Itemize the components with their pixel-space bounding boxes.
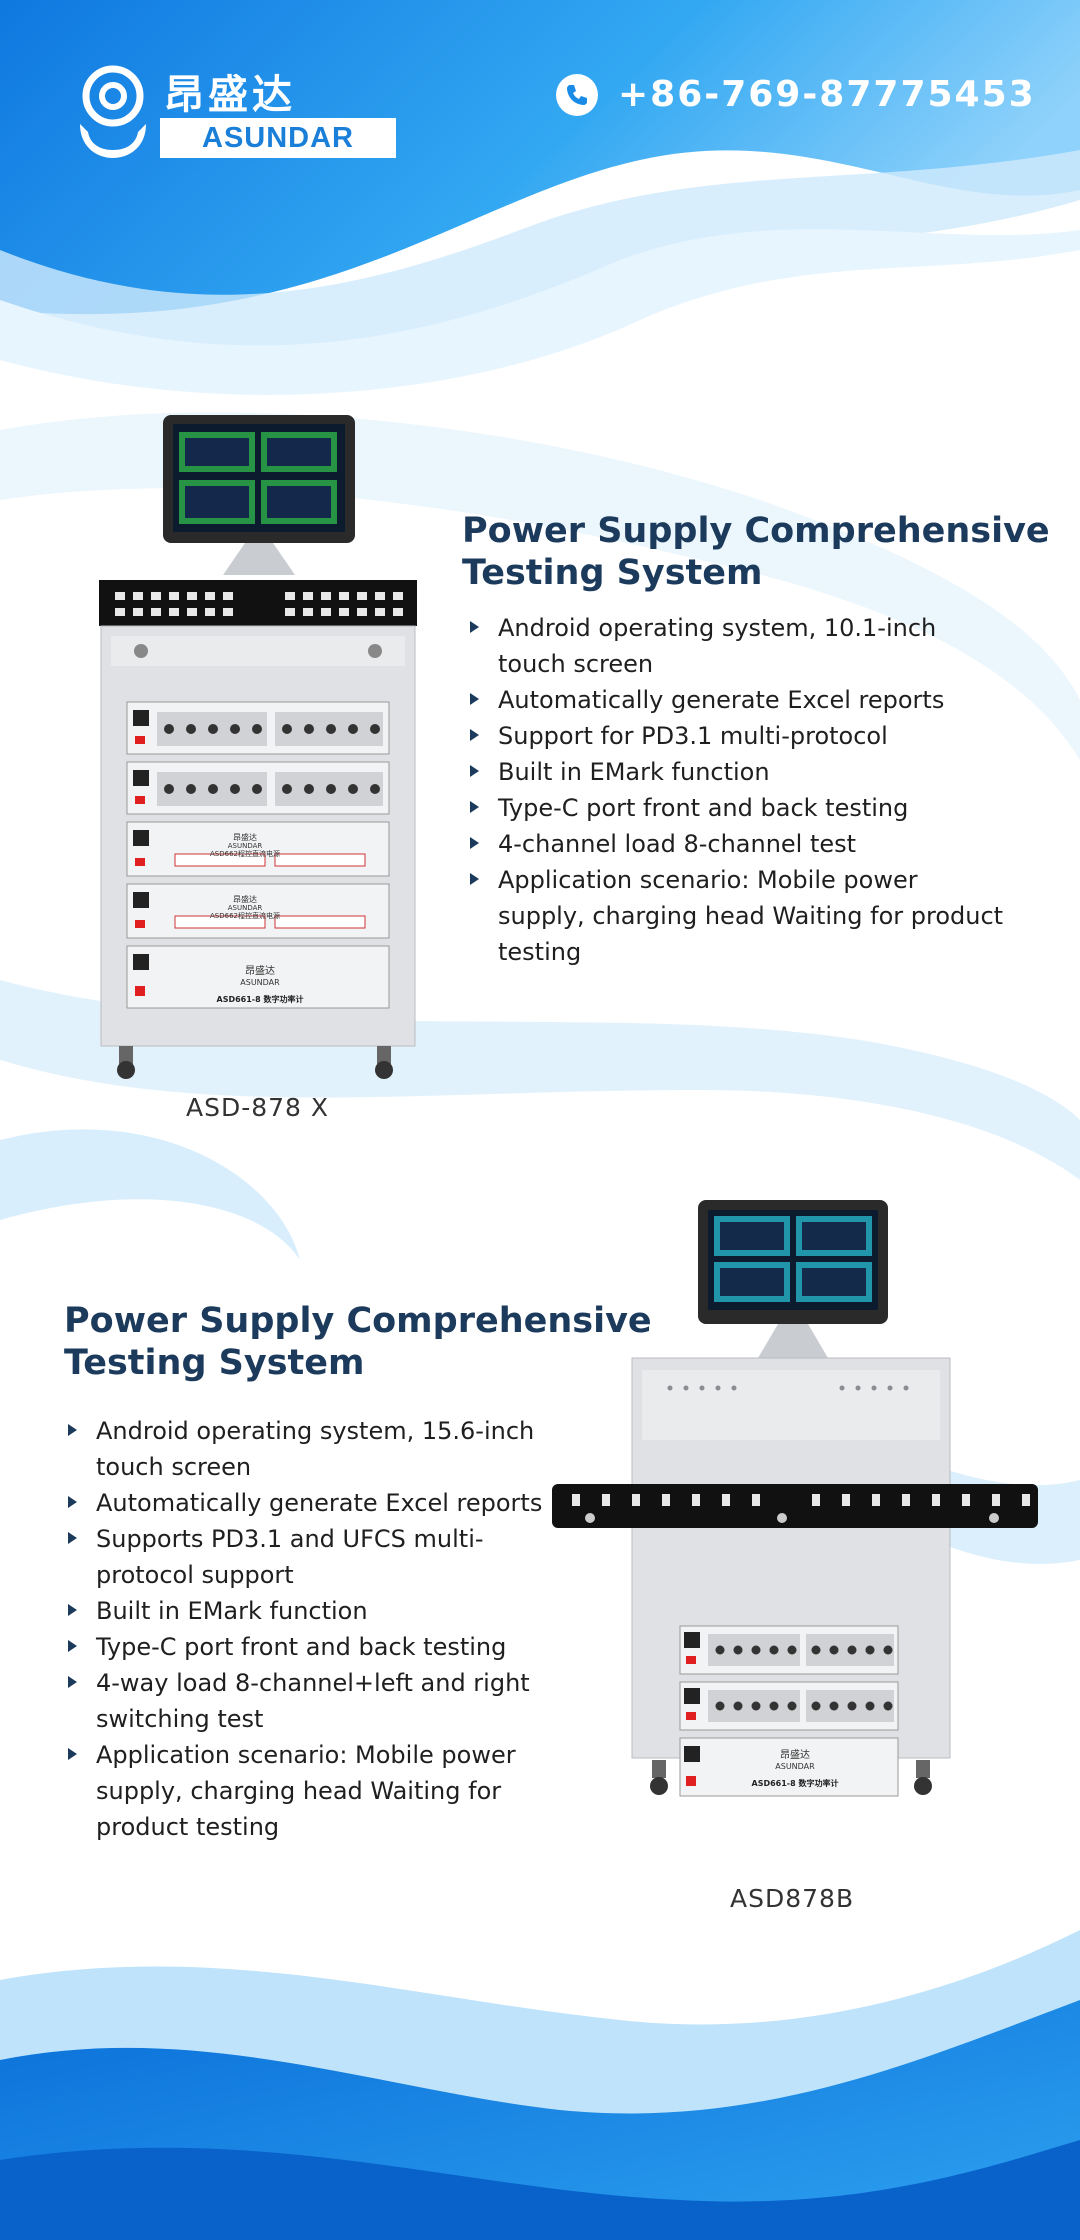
unit-label-cn: 昂盛达 xyxy=(780,1748,810,1761)
feature-item: Built in EMark function xyxy=(464,754,1004,790)
feature-item: Automatically generate Excel reports xyxy=(62,1485,567,1521)
product-image-asd-878x: 昂盛达 ASUNDAR ASD662程控直流电源 昂盛达 ASUNDAR ASD… xyxy=(99,415,417,1079)
unit-label-cn: 昂盛达 xyxy=(245,964,275,977)
feature-item: Application scenario: Mobile power suppl… xyxy=(464,862,1004,970)
product-title-line2: Testing System xyxy=(462,553,763,593)
unit-label-en: ASUNDAR xyxy=(775,1762,815,1771)
model-name: ASD-878 X xyxy=(186,1093,330,1122)
unit-label-en: ASUNDAR xyxy=(228,904,263,912)
product-title-line2: Testing System xyxy=(64,1343,365,1383)
product-title-line1: Power Supply Comprehensive xyxy=(64,1301,652,1341)
feature-item: 4-channel load 8-channel test xyxy=(464,826,1004,862)
feature-item: 4-way load 8-channel+left and right swit… xyxy=(62,1665,567,1737)
feature-item: Android operating system, 15.6-inch touc… xyxy=(62,1413,567,1485)
unit-label-model: ASD662程控直流电源 xyxy=(210,849,280,858)
phone-icon xyxy=(556,74,598,116)
product-title: Power Supply Comprehensive Testing Syste… xyxy=(462,510,1072,594)
feature-item: Type-C port front and back testing xyxy=(62,1629,567,1665)
brand-name-en: ASUNDAR xyxy=(160,118,396,158)
brand-name-cn: 昂盛达 xyxy=(164,72,296,118)
phone-number[interactable]: +86-769-87775453 xyxy=(618,74,1036,115)
feature-item: Type-C port front and back testing xyxy=(464,790,1004,826)
unit-label-model: ASD662程控直流电源 xyxy=(210,911,280,920)
unit-label-en: ASUNDAR xyxy=(240,978,280,987)
feature-item: Built in EMark function xyxy=(62,1593,567,1629)
model-name: ASD878B xyxy=(730,1884,855,1913)
feature-list: Android operating system, 10.1-inch touc… xyxy=(464,610,1004,970)
feature-item: Application scenario: Mobile power suppl… xyxy=(62,1737,567,1845)
unit-label-cn: 昂盛达 xyxy=(233,894,257,904)
unit-label-model: ASD661-8 数字功率计 xyxy=(752,1778,839,1788)
feature-item: Android operating system, 10.1-inch touc… xyxy=(464,610,1004,682)
brand-logo: 昂盛达 ASUNDAR xyxy=(72,62,396,162)
brand-mark-icon xyxy=(80,65,146,158)
unit-label-cn: 昂盛达 xyxy=(233,832,257,842)
unit-label-en: ASUNDAR xyxy=(228,842,263,850)
unit-label-model: ASD661-8 数字功率计 xyxy=(217,994,304,1004)
product-title: Power Supply Comprehensive Testing Syste… xyxy=(64,1300,684,1384)
feature-item: Support for PD3.1 multi-protocol xyxy=(464,718,1004,754)
product-title-line1: Power Supply Comprehensive xyxy=(462,511,1050,551)
feature-list: Android operating system, 15.6-inch touc… xyxy=(62,1413,567,1845)
product-image-asd878b: 昂盛达 ASUNDAR ASD661-8 数字功率计 xyxy=(552,1200,1038,1797)
feature-item: Automatically generate Excel reports xyxy=(464,682,1004,718)
feature-item: Supports PD3.1 and UFCS multi-protocol s… xyxy=(62,1521,567,1593)
